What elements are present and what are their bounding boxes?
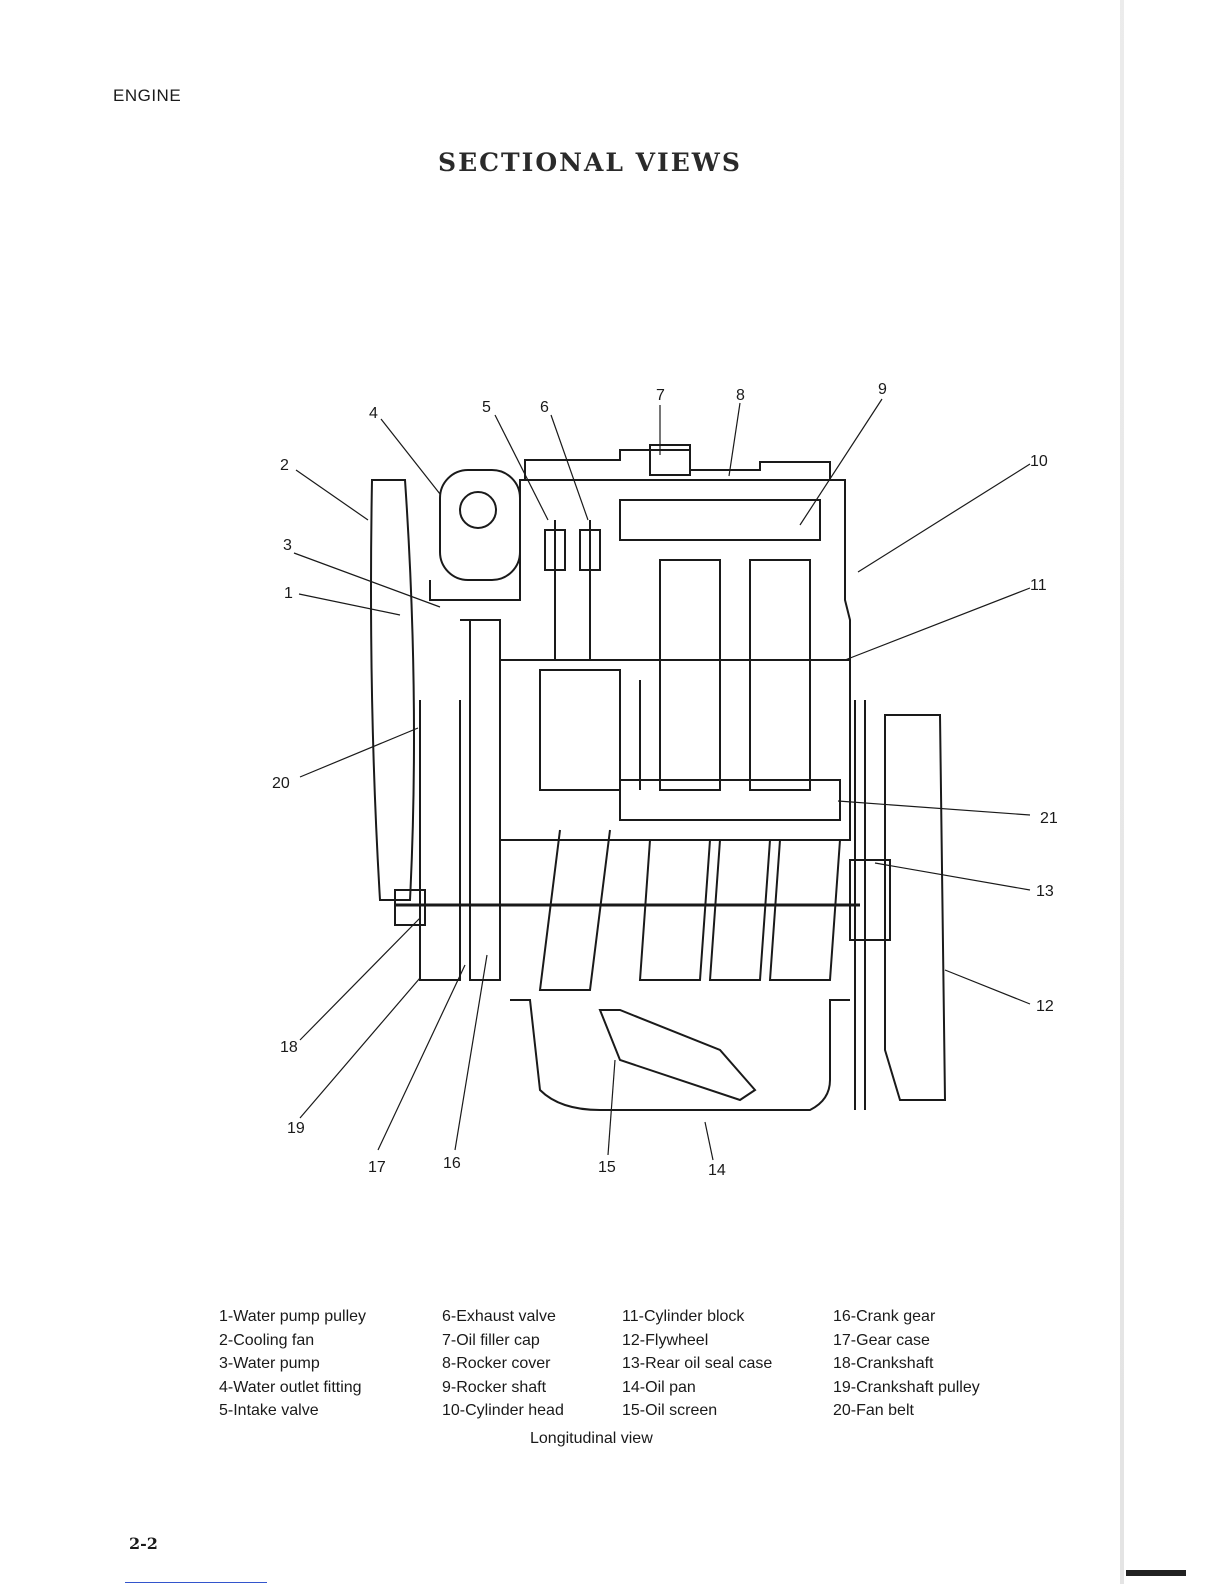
oil-screen-shape xyxy=(598,1009,757,1102)
callout-3: 3 xyxy=(283,537,292,554)
callout-13: 13 xyxy=(1036,883,1054,900)
callout-20: 20 xyxy=(272,775,290,792)
callout-19: 19 xyxy=(287,1120,305,1137)
legend-item: 12-Flywheel xyxy=(622,1331,709,1349)
callout-8: 8 xyxy=(736,387,745,404)
legend-item: 17-Gear case xyxy=(833,1331,930,1349)
scan-edge-line xyxy=(125,1582,267,1583)
callout-labels: 1 2 3 4 5 6 7 8 9 10 11 12 13 14 15 16 1… xyxy=(272,381,1058,1179)
callout-17: 17 xyxy=(368,1159,386,1176)
legend-item: 8-Rocker cover xyxy=(442,1355,551,1372)
cylinder-block-shape xyxy=(499,659,851,841)
callout-10: 10 xyxy=(1030,453,1048,470)
legend-item: 1-Water pump pulley xyxy=(219,1308,367,1325)
legend-item: 20-Fan belt xyxy=(833,1402,914,1419)
oil-pan-shape xyxy=(510,999,850,1111)
legend-item: 2-Cooling fan xyxy=(219,1331,315,1349)
callout-16: 16 xyxy=(443,1155,461,1172)
legend-item: 7-Oil filler cap xyxy=(442,1331,540,1349)
section-header: ENGINE xyxy=(113,86,182,105)
legend-column-1: 1-Water pump pulley 2-Cooling fan 3-Wate… xyxy=(219,1305,366,1423)
callout-7: 7 xyxy=(656,387,665,404)
page-edge-mark xyxy=(1126,1570,1186,1576)
legend-column-2: 6-Exhaust valve 7-Oil filler cap 8-Rocke… xyxy=(442,1305,564,1423)
callout-14: 14 xyxy=(708,1162,726,1179)
legend-item: 15-Oil screen xyxy=(622,1402,718,1419)
callout-18: 18 xyxy=(280,1039,298,1056)
legend-item: 5-Intake valve xyxy=(219,1402,319,1419)
callout-9: 9 xyxy=(878,381,887,398)
page-title: SECTIONAL VIEWS xyxy=(438,148,742,177)
legend-item: 14-Oil pan xyxy=(622,1378,696,1396)
legend-column-4: 16-Crank gear 17-Gear case 18-Crankshaft… xyxy=(833,1305,980,1423)
callout-12: 12 xyxy=(1036,998,1054,1015)
callout-4: 4 xyxy=(369,405,378,422)
page-edge-shadow xyxy=(1120,0,1124,1584)
cylinder-head-outline xyxy=(429,479,851,700)
legend-item: 13-Rear oil seal case xyxy=(622,1355,773,1372)
legend-item: 10-Cylinder head xyxy=(442,1402,564,1419)
cooling-fan-shape xyxy=(370,479,415,901)
legend-item: 19-Crankshaft pulley xyxy=(833,1378,980,1396)
legend-item: 11-Cylinder block xyxy=(622,1308,745,1325)
legend-item: 6-Exhaust valve xyxy=(442,1308,556,1325)
legend-item: 18-Crankshaft xyxy=(833,1355,934,1372)
water-outlet-shape xyxy=(439,469,521,581)
legend-item: 9-Rocker shaft xyxy=(442,1378,547,1396)
legend-item: 4-Water outlet fitting xyxy=(219,1378,362,1396)
callout-15: 15 xyxy=(598,1159,616,1176)
callout-5: 5 xyxy=(482,399,491,416)
legend-column-3: 11-Cylinder block 12-Flywheel 13-Rear oi… xyxy=(622,1305,772,1423)
legend-item: 16-Crank gear xyxy=(833,1308,936,1325)
legend-item: 3-Water pump xyxy=(219,1355,320,1372)
page-number: 2-2 xyxy=(129,1534,158,1553)
leader-lines xyxy=(293,398,1031,1161)
flywheel-shape xyxy=(884,714,947,1101)
callout-6: 6 xyxy=(540,399,549,416)
engine-drawing xyxy=(370,444,947,1111)
diagram-caption: Longitudinal view xyxy=(530,1430,653,1447)
callout-11: 11 xyxy=(1030,577,1047,594)
callout-1: 1 xyxy=(284,585,293,602)
callout-21: 21 xyxy=(1040,810,1058,827)
callout-2: 2 xyxy=(280,457,289,474)
